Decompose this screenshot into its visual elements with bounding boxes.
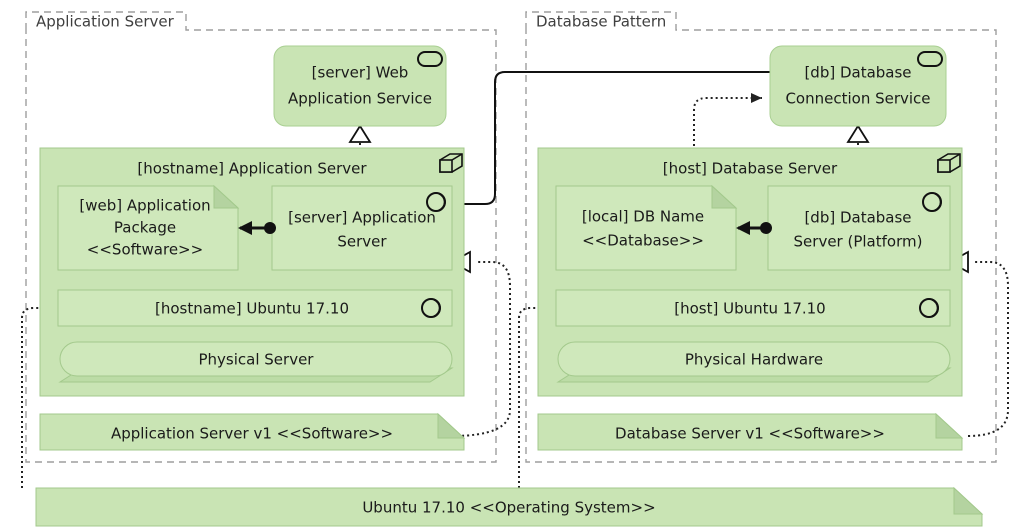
assembly-arrowhead: [736, 221, 750, 235]
ubuntu-operating-system-label: Ubuntu 17.10 <<Operating System>>: [362, 499, 655, 517]
database-server-v1-label: Database Server v1 <<Software>>: [615, 425, 885, 443]
realization-app-v1-line: [451, 261, 511, 437]
system-software-icon: [426, 192, 446, 212]
server-application-server-box: [271, 185, 453, 271]
database-server-node-title: [host] Database Server: [663, 160, 838, 178]
web-application-package-box: [57, 185, 239, 271]
group-application-server[interactable]: Application Server: [25, 11, 497, 463]
realization-web-triangle: [348, 124, 372, 143]
realization-ubuntu-left-line: [21, 307, 48, 488]
artifact-fold-corner: [935, 412, 964, 439]
db-database-server-platform-line2: Server (Platform): [794, 233, 923, 251]
web-application-package-line1: [web] Application: [79, 197, 210, 215]
group-application-server-label: Application Server: [36, 13, 175, 31]
database-server-node[interactable]: [host] Database Server [local] DB Name <…: [537, 147, 963, 397]
service-pill-icon: [917, 51, 943, 67]
physical-hardware-box: [557, 341, 951, 377]
node-cube-icon: [937, 153, 961, 173]
web-application-package[interactable]: [web] Application Package <<Software>>: [57, 184, 240, 271]
physical-hardware[interactable]: Physical Hardware: [556, 341, 952, 383]
web-application-package-line3: <<Software>>: [87, 241, 203, 259]
local-db-name-line2: <<Database>>: [582, 232, 704, 250]
host-ubuntu-label: [host] Ubuntu 17.10: [674, 300, 825, 318]
ubuntu-operating-system-box: [35, 487, 983, 527]
realization-ubuntu-right-line: [518, 307, 545, 488]
required-interface-line: [452, 71, 770, 205]
host-ubuntu[interactable]: [host] Ubuntu 17.10: [555, 289, 951, 327]
db-database-server-platform[interactable]: [db] Database Server (Platform): [767, 185, 951, 271]
local-db-name-line1: [local] DB Name: [582, 208, 704, 226]
database-connection-service[interactable]: [db] Database Connection Service: [769, 45, 947, 127]
system-software-icon: [421, 298, 441, 318]
assembly-ball: [264, 222, 276, 234]
local-db-name-box: [555, 185, 737, 271]
realization-db-v1-line: [967, 261, 1009, 437]
server-application-server-line1: [server] Application: [288, 209, 436, 227]
artifact-fold-corner: [711, 184, 738, 209]
host-ubuntu-box: [555, 289, 951, 327]
group-database-pattern-label: Database Pattern: [536, 13, 666, 31]
database-server-v1[interactable]: Database Server v1 <<Software>>: [537, 412, 964, 451]
assembly-app-package-to-app-server[interactable]: [238, 221, 276, 235]
group-database-pattern[interactable]: Database Pattern: [525, 11, 997, 463]
application-server-v1[interactable]: Application Server v1 <<Software>>: [39, 412, 466, 451]
database-server-v1-box: [537, 413, 963, 451]
physical-server-label: Physical Server: [199, 351, 315, 369]
web-application-service[interactable]: [server] Web Application Service: [273, 45, 447, 127]
server-application-server[interactable]: [server] Application Server: [271, 185, 453, 271]
server-application-server-line2: Server: [337, 233, 387, 251]
node-cube-icon: [439, 153, 463, 173]
service-pill-icon: [417, 51, 443, 67]
application-server-node-title: [hostname] Application Server: [137, 160, 367, 178]
database-connection-service-line2: Connection Service: [785, 90, 930, 108]
artifact-fold-corner: [953, 486, 984, 515]
assembly-arrowhead: [238, 221, 252, 235]
assembly-db-name-to-db-server[interactable]: [736, 221, 772, 235]
hostname-ubuntu-box: [57, 289, 453, 327]
db-database-server-platform-box: [767, 185, 951, 271]
system-software-icon: [919, 298, 939, 318]
artifact-fold-corner: [213, 184, 240, 209]
database-connection-service-line1: [db] Database: [804, 64, 911, 82]
database-connection-service-box: [769, 45, 947, 127]
hostname-ubuntu-label: [hostname] Ubuntu 17.10: [155, 300, 349, 318]
group-application-server-frame: [25, 11, 497, 463]
ubuntu-operating-system[interactable]: Ubuntu 17.10 <<Operating System>>: [35, 486, 984, 527]
local-db-name[interactable]: [local] DB Name <<Database>>: [555, 184, 738, 271]
physical-hardware-label: Physical Hardware: [685, 351, 823, 369]
system-software-icon: [922, 192, 942, 212]
group-database-pattern-frame: [525, 11, 997, 463]
realization-db-triangle: [846, 124, 870, 143]
assembly-ball: [760, 222, 772, 234]
application-server-node[interactable]: [hostname] Application Server [web] Appl…: [39, 147, 465, 397]
artifact-fold-corner: [437, 412, 466, 439]
web-application-service-line1: [server] Web: [312, 64, 409, 82]
web-application-package-line2: Package: [114, 219, 176, 237]
application-server-v1-box: [39, 413, 465, 451]
physical-server[interactable]: Physical Server: [58, 341, 454, 383]
application-server-v1-label: Application Server v1 <<Software>>: [111, 425, 393, 443]
hostname-ubuntu[interactable]: [hostname] Ubuntu 17.10: [57, 289, 453, 327]
dependency-arrowhead-right: [751, 93, 762, 103]
web-application-service-line2: Application Service: [288, 90, 432, 108]
web-application-service-box: [273, 45, 447, 127]
dependency-line: [693, 97, 762, 196]
physical-server-box: [59, 341, 453, 377]
db-database-server-platform-line1: [db] Database: [804, 209, 911, 227]
